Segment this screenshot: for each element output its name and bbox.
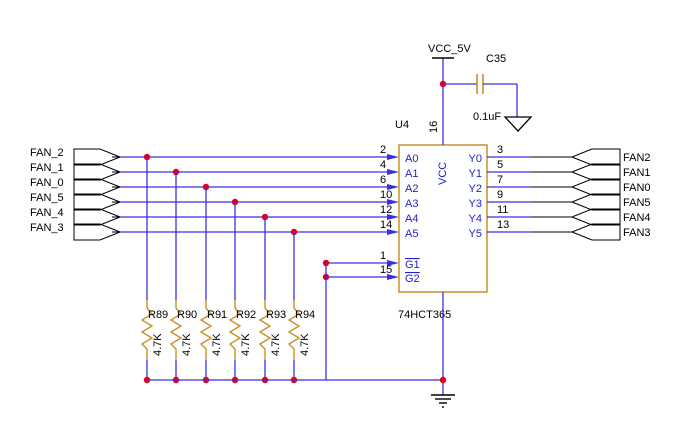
chip-ref-label: U4 bbox=[395, 119, 409, 131]
output-pin-name: Y2 bbox=[469, 183, 482, 195]
resistor-ref-label: R93 bbox=[266, 309, 286, 321]
chip-ground-junction bbox=[439, 376, 447, 384]
resistor-ref-label: R89 bbox=[148, 309, 168, 321]
enable-pin-arrow bbox=[387, 274, 399, 280]
input-pin-number: 6 bbox=[380, 174, 386, 186]
output-net-arrow bbox=[532, 178, 621, 196]
pulldown-resistor bbox=[169, 300, 183, 360]
input-pin-arrow bbox=[387, 169, 399, 175]
input-net-arrow bbox=[73, 163, 121, 181]
input-net-label: FAN_2 bbox=[30, 147, 64, 159]
chip-vcc-pin-number: 16 bbox=[428, 121, 440, 133]
input-net-label: FAN_0 bbox=[30, 177, 64, 189]
input-pin-name: A3 bbox=[405, 198, 418, 210]
resistor-ref-label: R90 bbox=[177, 309, 197, 321]
resistor-value-label: 4.7K bbox=[152, 333, 164, 356]
input-net-label: FAN_1 bbox=[30, 162, 64, 174]
output-net-arrow bbox=[532, 193, 621, 211]
input-pin-number: 4 bbox=[380, 159, 386, 171]
output-net-label: FAN3 bbox=[623, 227, 651, 239]
output-net-label: FAN1 bbox=[623, 167, 651, 179]
input-net-label: FAN_5 bbox=[30, 192, 64, 204]
input-net-arrow bbox=[73, 223, 121, 241]
resistor-value-label: 4.7K bbox=[240, 333, 252, 356]
input-net-label: FAN_4 bbox=[30, 207, 64, 219]
chip-vcc-label: VCC bbox=[437, 162, 449, 185]
input-pin-arrow bbox=[387, 214, 399, 220]
enable-pin-number: 1 bbox=[380, 250, 386, 262]
pulldown-resistor bbox=[228, 300, 242, 360]
output-net-label: FAN0 bbox=[623, 182, 651, 194]
output-pin-number: 3 bbox=[497, 144, 503, 156]
output-pin-name: Y4 bbox=[469, 213, 482, 225]
output-pin-name: Y5 bbox=[469, 228, 482, 240]
resistor-value-label: 4.7K bbox=[270, 333, 282, 356]
output-net-label: FAN2 bbox=[623, 152, 651, 164]
enable-pin-number: 15 bbox=[380, 264, 392, 276]
input-pin-name: A1 bbox=[405, 168, 418, 180]
input-pin-number: 10 bbox=[380, 189, 392, 201]
output-pin-number: 11 bbox=[497, 204, 508, 216]
output-pin-number: 7 bbox=[497, 174, 503, 186]
resistor-value-label: 4.7K bbox=[181, 333, 193, 356]
input-pin-number: 2 bbox=[380, 144, 386, 156]
input-net-arrow bbox=[73, 178, 121, 196]
output-net-arrow bbox=[532, 223, 621, 241]
input-net-arrow bbox=[73, 193, 121, 211]
input-pin-arrow bbox=[387, 154, 399, 160]
output-net-arrow bbox=[532, 163, 621, 181]
input-net-label: FAN_3 bbox=[30, 222, 64, 234]
input-net-arrow bbox=[73, 208, 121, 226]
input-pin-name: A2 bbox=[405, 183, 418, 195]
output-net-arrow bbox=[532, 148, 621, 166]
resistor-ref-label: R92 bbox=[236, 309, 256, 321]
resistor-value-label: 4.7K bbox=[299, 333, 311, 356]
pulldown-resistor bbox=[140, 300, 154, 360]
chip-part-label: 74HCT365 bbox=[398, 309, 451, 321]
vcc-label: VCC_5V bbox=[428, 43, 471, 55]
output-pin-name: Y3 bbox=[469, 198, 482, 210]
output-net-label: FAN5 bbox=[623, 197, 651, 209]
enable-pin-name: G2 bbox=[405, 273, 420, 285]
output-net-arrow bbox=[532, 208, 621, 226]
input-pin-name: A5 bbox=[405, 228, 418, 240]
resistor-ref-label: R91 bbox=[207, 309, 227, 321]
input-pin-arrow bbox=[387, 184, 399, 190]
input-pin-number: 14 bbox=[380, 219, 392, 231]
output-pin-number: 5 bbox=[497, 159, 503, 171]
cap-ref-label: C35 bbox=[486, 53, 506, 65]
enable-pin-name: G1 bbox=[405, 259, 420, 271]
cap-value-label: 0.1uF bbox=[473, 111, 501, 123]
input-pin-name: A4 bbox=[405, 213, 418, 225]
output-pin-name: Y0 bbox=[469, 153, 482, 165]
cap-ground-symbol bbox=[503, 116, 533, 132]
pulldown-resistor bbox=[258, 300, 272, 360]
resistor-ref-label: R94 bbox=[295, 309, 315, 321]
resistor-value-label: 4.7K bbox=[211, 333, 223, 356]
input-pin-number: 12 bbox=[380, 204, 392, 216]
output-pin-number: 13 bbox=[497, 219, 509, 231]
pulldown-resistor bbox=[287, 300, 301, 360]
pulldown-resistor bbox=[199, 300, 213, 360]
input-pin-arrow bbox=[387, 229, 399, 235]
input-net-arrow bbox=[73, 148, 121, 166]
input-pin-arrow bbox=[387, 199, 399, 205]
output-pin-name: Y1 bbox=[469, 168, 482, 180]
output-pin-number: 9 bbox=[497, 189, 503, 201]
enable-pin-arrow bbox=[387, 260, 399, 266]
output-net-label: FAN4 bbox=[623, 212, 651, 224]
input-pin-name: A0 bbox=[405, 153, 418, 165]
